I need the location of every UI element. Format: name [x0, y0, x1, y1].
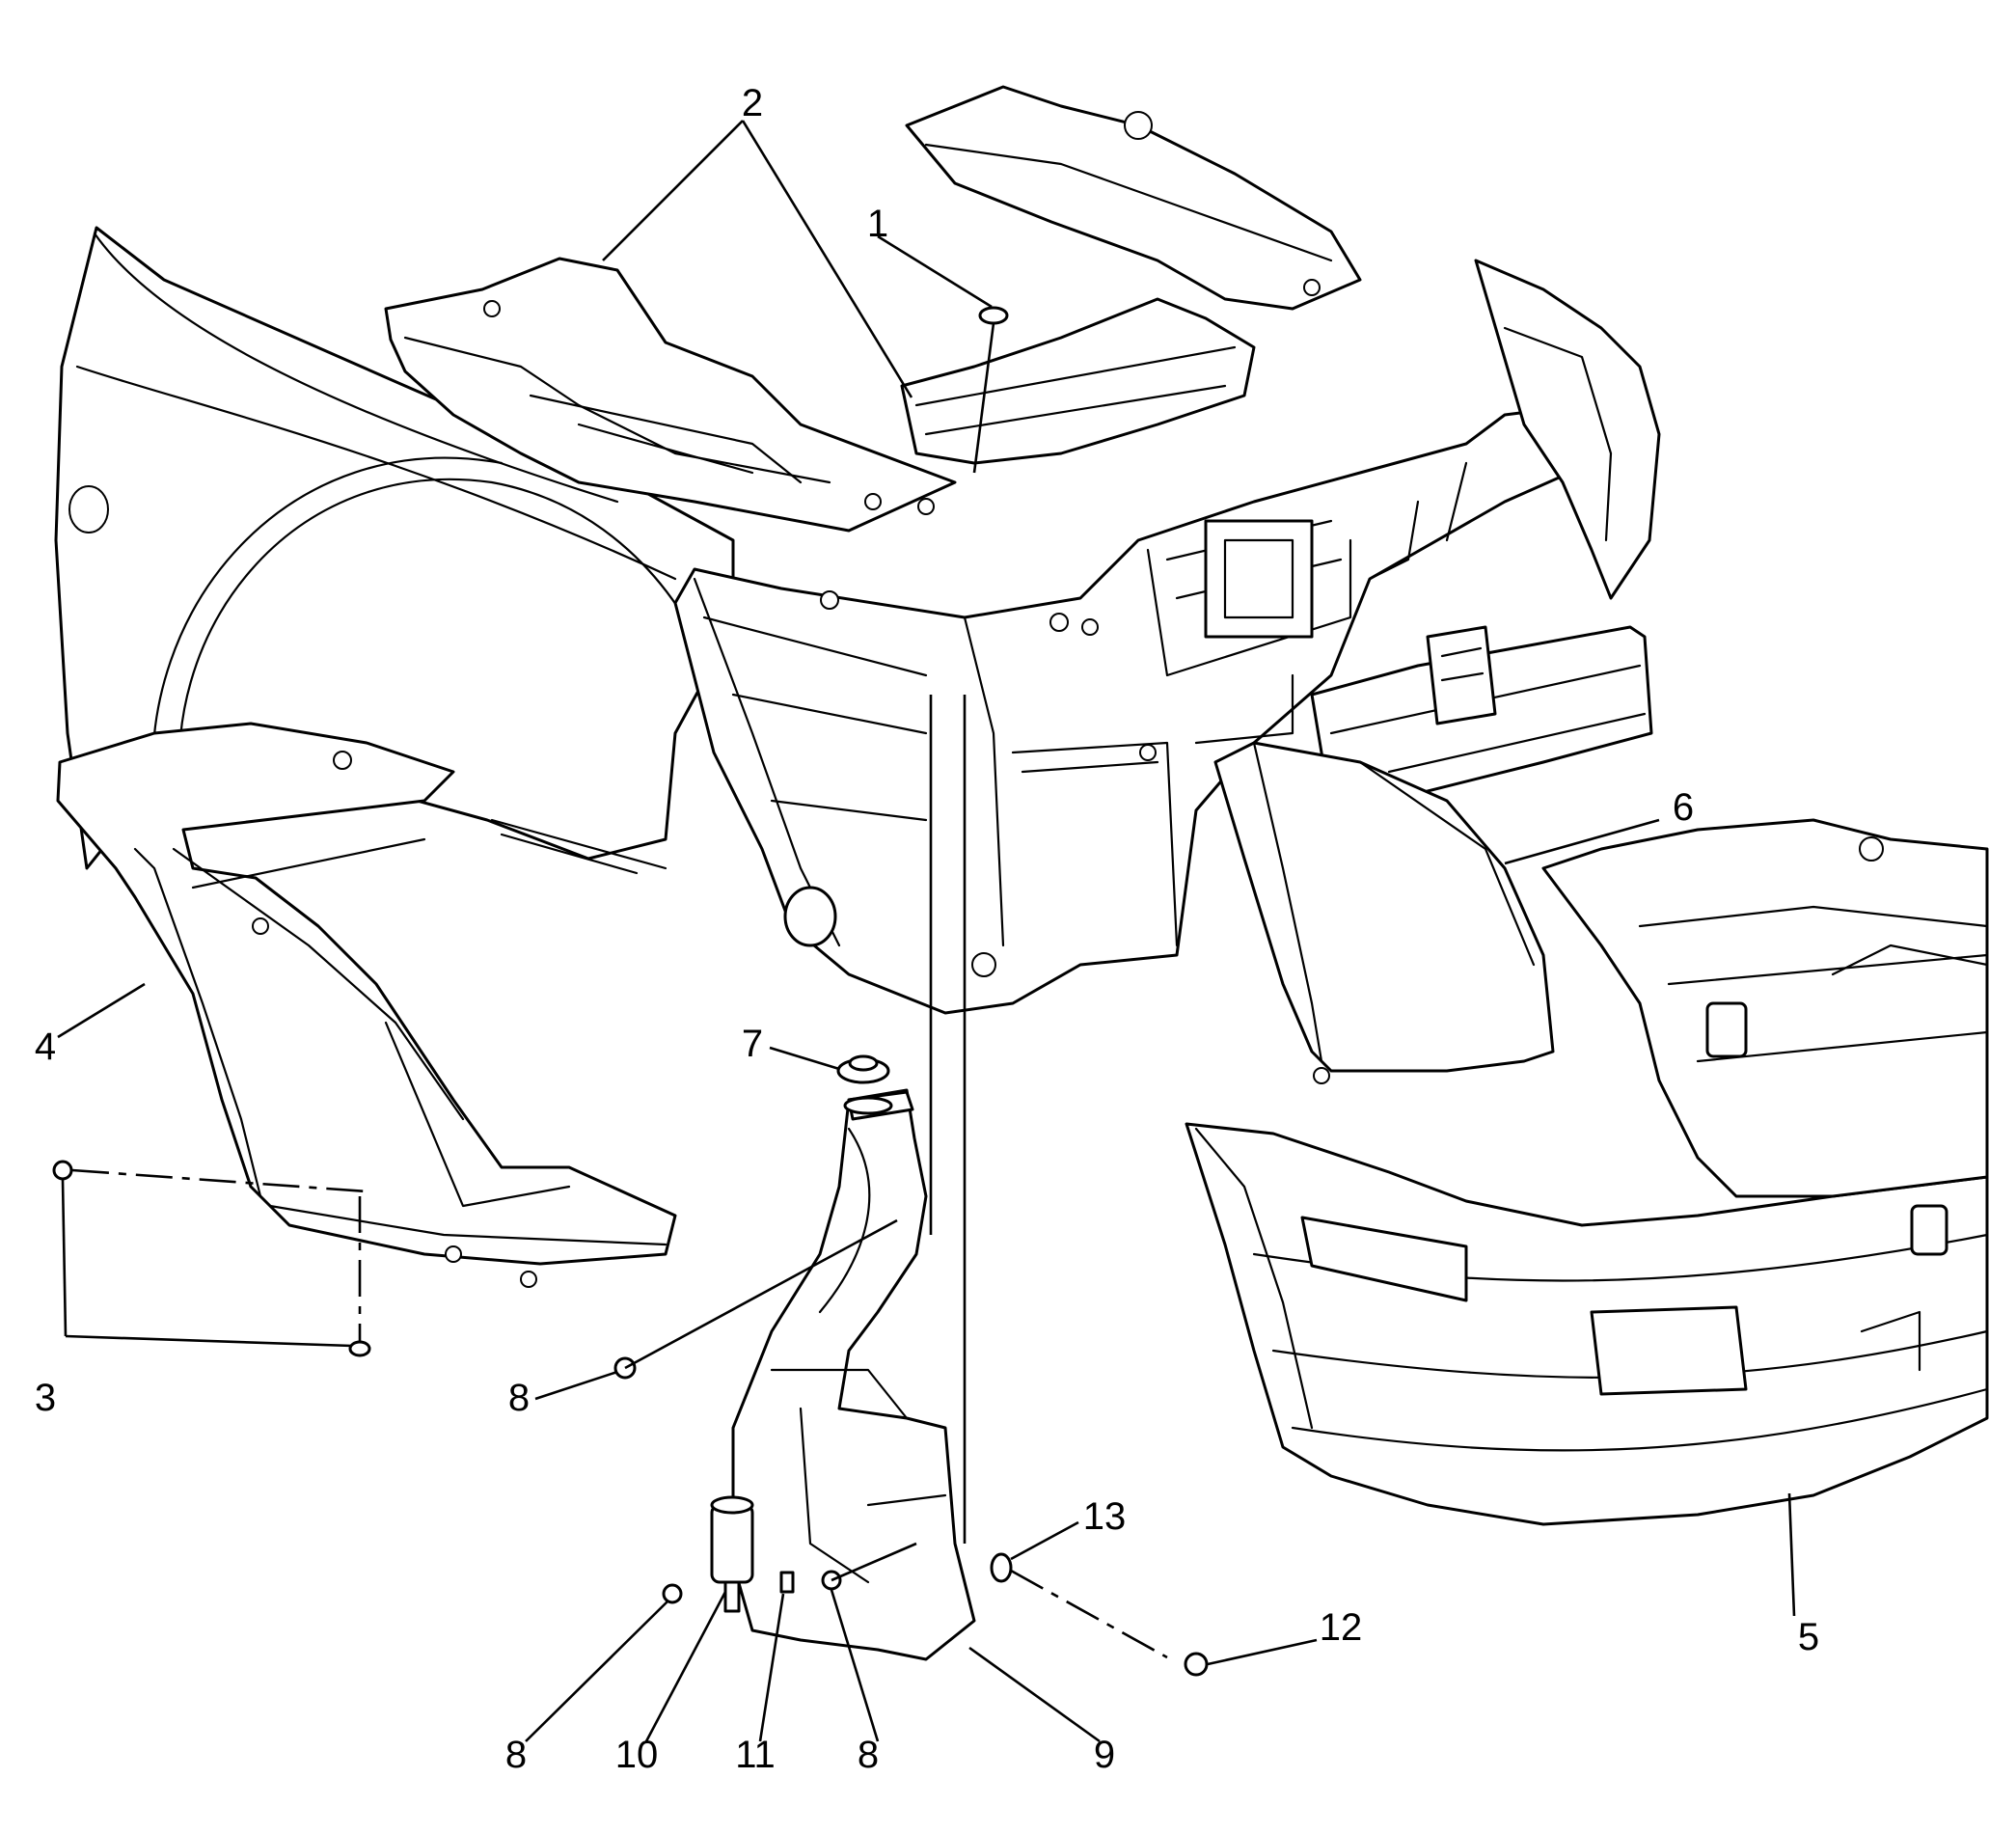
callout-4: 4	[35, 1026, 56, 1068]
callout-12: 12	[1320, 1606, 1363, 1649]
washer-reservoir	[731, 1088, 976, 1661]
front-fascia	[1185, 1122, 1989, 1526]
air-deflector-left	[384, 257, 957, 533]
radiator-support	[673, 403, 1594, 1015]
callout-13: 13	[1083, 1495, 1127, 1538]
callout-5: 5	[1798, 1616, 1819, 1658]
reservoir-cap	[836, 1054, 890, 1084]
air-deflector-center	[900, 85, 1362, 465]
callout-8-upper: 8	[508, 1377, 530, 1419]
right-fender-end	[1474, 259, 1661, 600]
callout-labels: 1 2 3 4 5 6 7 8 8 8 9 10 11 12 13	[35, 82, 1819, 1776]
callout-2: 2	[742, 82, 763, 124]
callout-9: 9	[1094, 1734, 1115, 1776]
callout-10: 10	[615, 1734, 659, 1776]
callout-7: 7	[742, 1023, 763, 1065]
callout-8-lower-left: 8	[505, 1734, 527, 1776]
callout-1: 1	[867, 203, 888, 245]
impact-bar	[1310, 625, 1653, 812]
fasteners	[52, 306, 1209, 1677]
wheelhouse-liner	[56, 722, 677, 1288]
washer-pump	[710, 1495, 754, 1613]
headlamp	[1213, 741, 1555, 1084]
callout-3: 3	[35, 1377, 56, 1419]
callout-6: 6	[1673, 786, 1694, 829]
fender	[54, 226, 735, 875]
callout-8-lower-right: 8	[858, 1734, 879, 1776]
assembly-lines	[71, 322, 1168, 1659]
grille-assembly	[1541, 818, 1989, 1198]
callout-11: 11	[735, 1734, 776, 1776]
leader-lines	[57, 120, 1796, 1743]
